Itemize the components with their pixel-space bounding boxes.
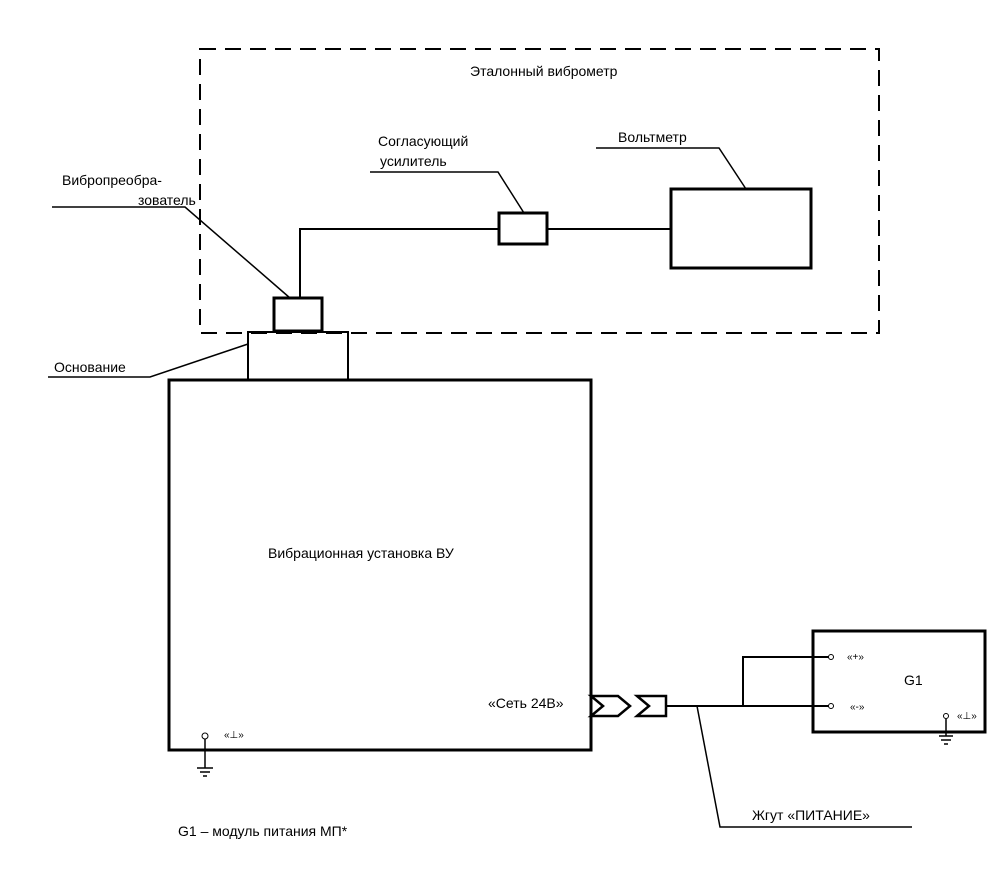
base-box [247, 331, 349, 381]
transducer-leader [52, 206, 291, 299]
vibration-unit-label: Вибрационная установка ВУ [268, 545, 454, 561]
vibration-unit-box [167, 378, 593, 752]
voltmeter-leader [596, 147, 747, 190]
reference-vibrometer-label: Эталонный виброметр [470, 63, 618, 79]
transducer-label-line1: Вибропреобра- [62, 172, 162, 188]
base-leader [48, 343, 249, 378]
amplifier-label-line2: усилитель [380, 153, 447, 169]
footnote: G1 – модуль питания МП* [178, 823, 348, 839]
minus-terminal-icon [828, 703, 834, 709]
g1-plus-wire [742, 656, 829, 706]
voltmeter-label: Вольтметр [618, 129, 687, 145]
unit-ground-label: «⊥» [224, 730, 244, 741]
g1-ground-terminal [943, 713, 949, 719]
g1-box [811, 629, 987, 734]
plus-terminal-icon [828, 654, 834, 660]
transducer-amplifier-wire [299, 228, 499, 298]
unit-ground-icon [197, 739, 213, 777]
unit-ground-terminal [201, 732, 209, 740]
g1-ground-label: «⊥» [957, 711, 977, 722]
g1-ground-icon [939, 719, 953, 745]
transducer-box [272, 296, 324, 333]
network-connector-label: «Сеть 24В» [488, 695, 564, 711]
connector-plug-icon [587, 694, 668, 718]
minus-terminal-label: «-» [850, 702, 865, 713]
harness-label: Жгут «ПИТАНИЕ» [752, 807, 870, 823]
base-label: Основание [54, 359, 126, 375]
g1-label: G1 [904, 672, 923, 688]
plus-terminal-label: «+» [847, 652, 864, 663]
amplifier-label-line1: Согласующий [378, 133, 468, 149]
transducer-label-line2: зователь [138, 192, 196, 208]
amplifier-leader [370, 171, 525, 214]
harness-leader [696, 705, 912, 828]
voltmeter-box [669, 187, 813, 270]
reference-vibrometer-boundary [199, 48, 880, 334]
amplifier-box [497, 211, 549, 246]
